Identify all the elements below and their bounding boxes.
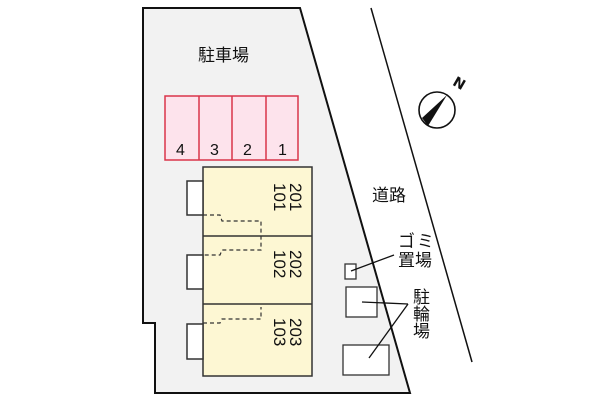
garbage-label-line1: ゴミ: [398, 232, 436, 252]
garbage-label-line2: 置場: [398, 251, 432, 271]
bicycle-label: 駐輪場: [409, 288, 429, 339]
parking-label: 駐車場: [198, 46, 249, 66]
parking-spaces: [164, 95, 299, 161]
parking-space-3: 3: [210, 142, 219, 159]
road-edge-right: [370, 7, 473, 363]
bicycle-leader-1: [361, 301, 409, 305]
parking-space-1: 1: [278, 142, 287, 159]
parking-space-4: 4: [176, 142, 185, 159]
bicycle-area-2: [342, 344, 390, 376]
road-label: 道路: [372, 186, 406, 206]
garbage-area: [344, 263, 357, 280]
garbage-leader: [350, 254, 395, 272]
building: [186, 166, 313, 377]
parking-space-2: 2: [243, 142, 252, 159]
north-arrow-icon: [418, 91, 456, 129]
bicycle-leader-2: [368, 303, 409, 359]
